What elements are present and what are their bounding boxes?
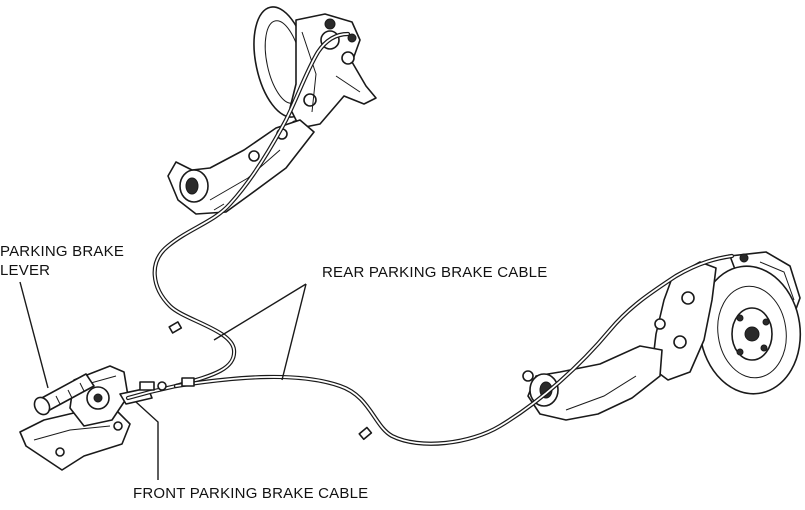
upper-rear-brake-assembly: [167, 6, 377, 215]
leader-lines: [19, 281, 307, 480]
cable-clips: [139, 321, 373, 441]
front-parking-brake-cable-label: FRONT PARKING BRAKE CABLE: [133, 485, 369, 502]
front-parking-brake-cable: [125, 383, 179, 401]
rear-parking-brake-cable-lower: [173, 253, 735, 446]
lower-rear-brake-assembly: [522, 251, 802, 421]
parking-brake-lever-label-line2: LEVER: [0, 262, 51, 279]
parking-brake-lever-label: PARKING BRAKE LEVER: [0, 242, 124, 280]
parking-brake-lever-label-line1: PARKING BRAKE: [0, 243, 125, 260]
rear-parking-brake-cable-label: REAR PARKING BRAKE CABLE: [322, 264, 548, 281]
rear-parking-brake-cable-upper: [152, 31, 351, 389]
parking-brake-lever: [19, 365, 153, 471]
